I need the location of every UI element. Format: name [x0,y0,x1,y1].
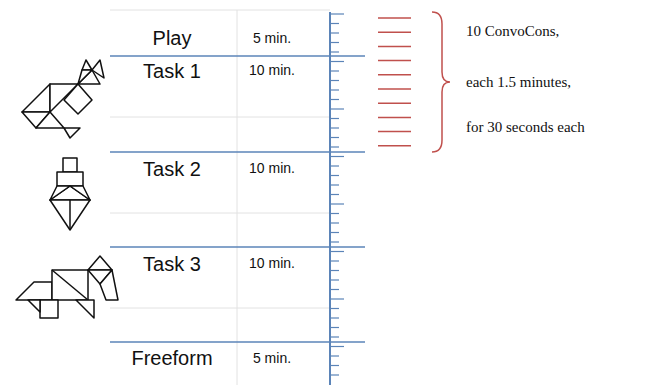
convocon-mark [378,60,411,62]
convocon-mark [378,88,411,90]
ruler-tick [330,61,344,62]
ruler-tick [330,23,339,24]
ruler-tick [330,232,339,233]
ruler-tick [330,42,339,43]
convocon-mark [378,46,411,48]
ruler-tick [330,355,339,356]
ruler-tick [330,194,339,195]
ruler-tick [330,346,344,347]
note-text: for 30 seconds each [466,119,585,136]
note-text: each 1.5 minutes, [466,74,571,91]
ruler-tick [330,213,339,214]
ruler-tick [330,308,339,309]
ruler-tick [330,146,339,147]
row-name: Play [153,27,192,49]
ruler-tick [330,70,339,71]
ruler-tick [330,203,344,204]
ruler-tick [330,13,344,14]
ruler-tick [330,32,339,33]
ruler-tick [330,127,339,128]
ruler-tick [330,184,339,185]
row-name: Task 2 [143,158,201,180]
ruler-tick [330,374,339,375]
convocon-mark [378,17,411,19]
duration: 10 min. [249,161,295,176]
row-name: Task 3 [143,253,201,275]
convocon-mark [378,117,411,119]
convocon-mark [378,74,411,76]
convocon-mark [378,145,411,147]
ruler-tick [330,175,339,176]
row-name: Task 1 [143,60,201,82]
duration: 10 min. [249,63,295,78]
ruler-tick [330,251,344,252]
ruler-tick [330,317,339,318]
ruler-tick [330,298,344,299]
convocon-mark [378,102,411,104]
duration: 5 min. [253,31,291,46]
ruler-tick [330,165,339,166]
duration: 10 min. [249,256,295,271]
ruler-tick [330,270,339,271]
ruler-tick [330,99,339,100]
ruler-tick [330,89,339,90]
row-name: Freeform [131,347,212,369]
ruler-tick [330,279,339,280]
ruler-tick [330,51,339,52]
ruler-tick [330,289,339,290]
ruler-tick [330,260,339,261]
duration: 5 min. [253,351,291,366]
ruler-tick [330,137,339,138]
ruler-tick [330,156,344,157]
ruler-tick [330,241,339,242]
note-text: 10 ConvoCons, [466,23,559,40]
ruler-tick [330,222,339,223]
ruler-tick [330,365,339,366]
ruler-tick [330,327,339,328]
ruler-tick [330,336,339,337]
ruler-tick [330,108,344,109]
convocon-mark [378,31,411,33]
convocon-mark [378,131,411,133]
ruler-tick [330,80,339,81]
ruler-tick [330,118,339,119]
